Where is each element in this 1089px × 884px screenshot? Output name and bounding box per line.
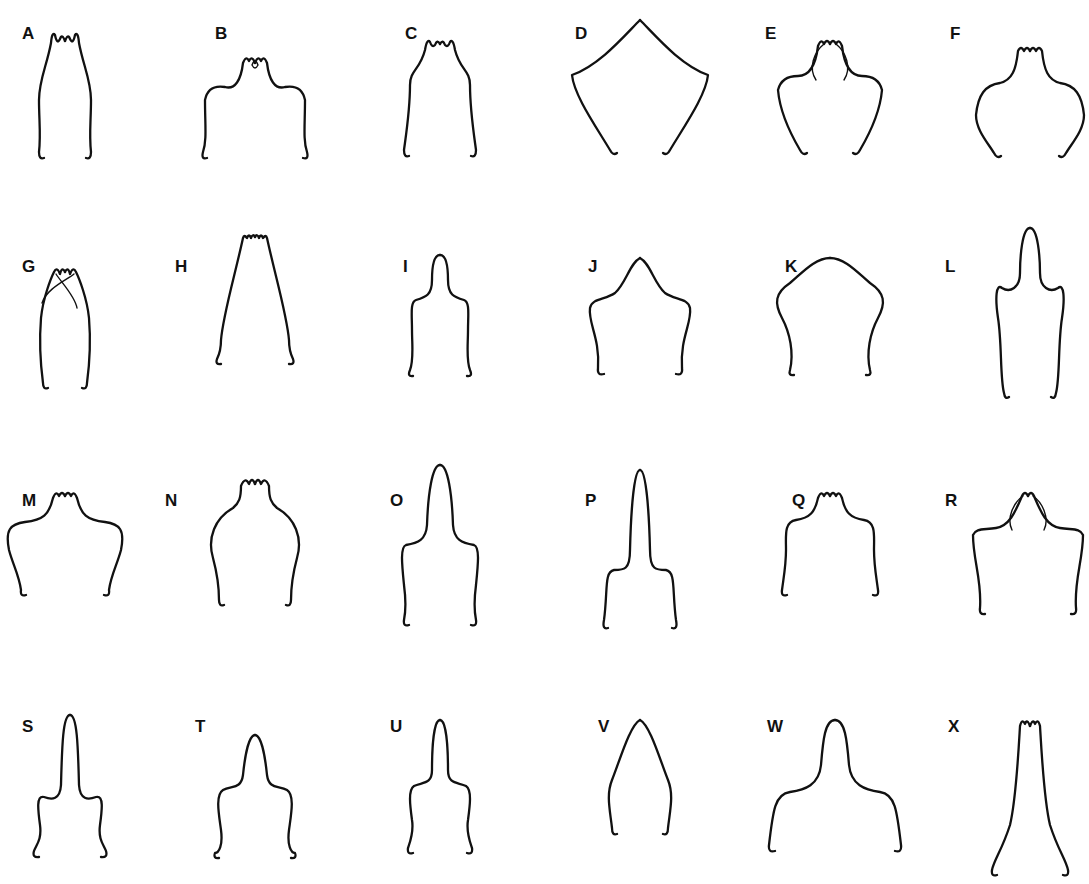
figure-letter: D	[575, 25, 587, 42]
figure-letter: I	[403, 258, 408, 275]
figure-letter: T	[195, 718, 205, 735]
outline-shape	[992, 721, 1068, 875]
outline-shape	[402, 465, 478, 625]
outline-shape	[604, 470, 677, 628]
figure-letter: E	[765, 25, 776, 42]
outline-shape	[572, 20, 708, 154]
figure-letter: C	[405, 25, 417, 42]
outline-shape	[39, 34, 91, 158]
figure-letter: M	[22, 492, 36, 509]
outline-shape	[408, 720, 472, 853]
outline-shape	[782, 493, 878, 595]
outline-shape	[996, 228, 1063, 398]
figure-letter: X	[948, 718, 959, 735]
figure-letter: K	[785, 258, 797, 275]
outline-shape	[40, 269, 90, 388]
figure-letter: Q	[792, 492, 805, 509]
figure-letter: O	[390, 492, 403, 509]
outline-shape	[769, 720, 901, 851]
figure-letter: F	[950, 25, 960, 42]
outline-shape	[777, 258, 883, 375]
outline-shape	[409, 255, 471, 376]
figure-letter: P	[585, 492, 596, 509]
figure-letter: U	[390, 718, 402, 735]
figure-letter: A	[22, 25, 34, 42]
figure-letter: B	[215, 25, 227, 42]
figure-letter: R	[945, 492, 957, 509]
figure-letter: V	[598, 718, 609, 735]
figure-letter: N	[165, 492, 177, 509]
figure-letter: J	[588, 258, 597, 275]
figure-letter: S	[22, 718, 33, 735]
outline-shape	[976, 48, 1084, 157]
outline-shape	[778, 41, 882, 154]
outline-shape	[34, 715, 107, 857]
outline-shape	[211, 480, 299, 605]
outline-shape	[404, 41, 476, 156]
outline-shape	[973, 493, 1083, 614]
outline-shape	[609, 720, 671, 834]
outline-shape	[590, 258, 690, 374]
figure-letter: G	[22, 258, 35, 275]
outline-shape	[217, 235, 294, 364]
outline-shape	[203, 58, 308, 158]
figure-letter: H	[175, 258, 187, 275]
figure-letter: W	[767, 718, 783, 735]
figure-letter: L	[945, 258, 955, 275]
outline-shape	[215, 735, 296, 858]
outline-shape	[8, 493, 123, 595]
